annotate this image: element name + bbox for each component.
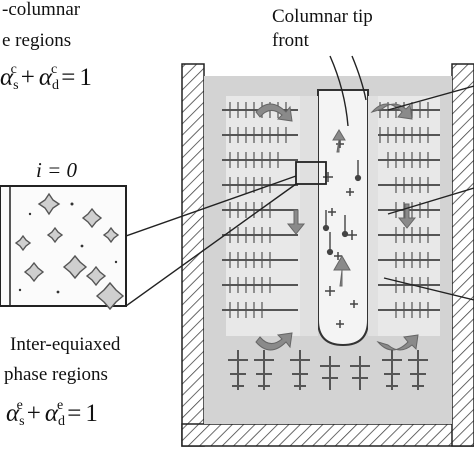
right-columnar-dendrites [372, 96, 440, 336]
eq-sup: c [51, 62, 58, 77]
eq-sup: e [16, 398, 23, 413]
eq-rhs: 1 [79, 64, 92, 91]
eq-sub: d [58, 414, 66, 429]
eq-sup: c [10, 62, 17, 77]
columnar-tip-label-line1: Columnar tip [272, 6, 373, 27]
eq-rhs: 1 [85, 400, 98, 427]
inter-equiaxed-label-line2: phase regions [4, 364, 108, 385]
left-columnar-dendrites [222, 96, 300, 336]
eq-symbol: α [6, 400, 20, 427]
leader-lines [125, 55, 474, 307]
stem-markers [322, 160, 362, 256]
eq-sup: e [57, 398, 64, 413]
channel-speckle [300, 96, 318, 336]
eq-plus: + [20, 64, 35, 91]
eq-equals: = [67, 400, 82, 427]
flow-arrows [255, 103, 419, 351]
inter-equiaxed-label-line1: Inter-equiaxed [10, 334, 121, 355]
eq-sub: s [13, 78, 19, 93]
eq-sub: d [52, 78, 60, 93]
eq-equals: = [61, 64, 76, 91]
equiaxed-equation: αse+αde=1 [6, 398, 98, 430]
eq-plus: + [26, 400, 41, 427]
eq-symbol: α [0, 64, 14, 91]
columnar-equation: αsc+αdc=1 [0, 62, 92, 94]
inset-index-label: i = 0 [36, 158, 78, 182]
eq-sub: s [19, 414, 25, 429]
central-channel [317, 89, 369, 347]
inter-columnar-title-line2: e regions [2, 30, 72, 51]
columnar-tip-label-line2: front [272, 30, 309, 51]
eq-symbol: α [44, 400, 59, 427]
inter-columnar-title-line1: -columnar [2, 0, 81, 20]
bottom-equiaxed-dendrites [228, 350, 428, 390]
eq-symbol: α [38, 64, 53, 91]
equiaxed-crystals [323, 140, 358, 328]
inset-panel [0, 185, 127, 311]
channel-speckle-right [368, 96, 378, 336]
zoom-source-box [295, 161, 327, 185]
